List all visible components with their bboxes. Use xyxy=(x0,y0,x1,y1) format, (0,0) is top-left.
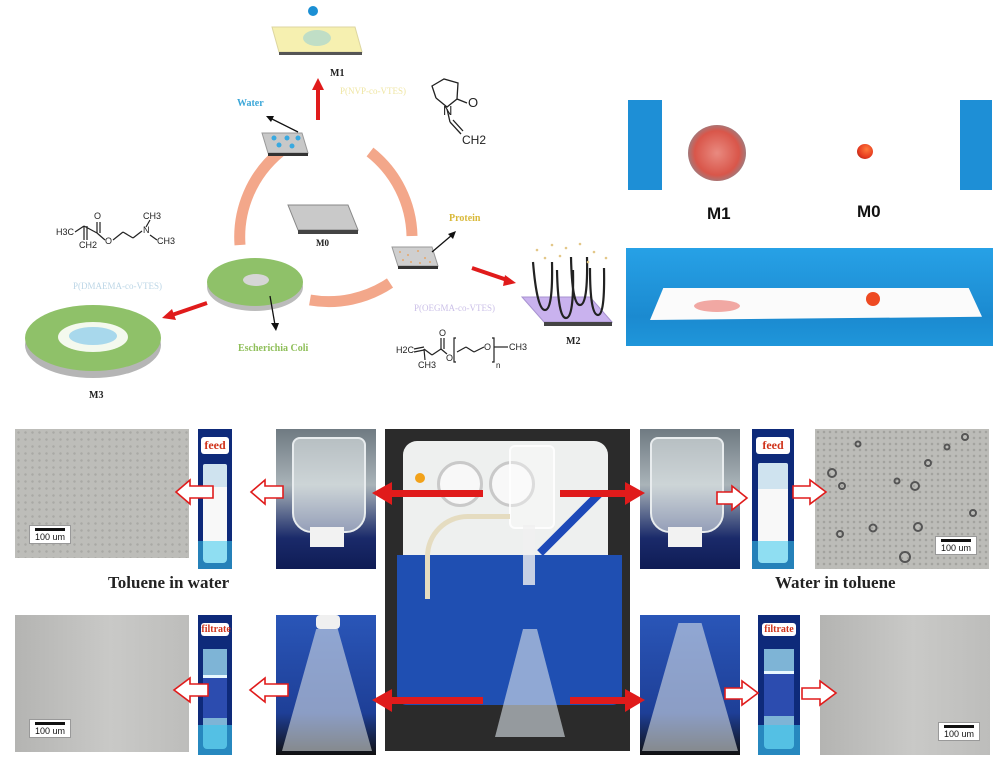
m3-polymer-label: P(DMAEMA-co-VTES) xyxy=(73,281,162,291)
m1-label: M1 xyxy=(330,68,345,79)
scheme-graphics xyxy=(25,6,614,378)
oegma-atom-o1: O xyxy=(439,328,447,338)
m3-membrane-disc xyxy=(25,305,161,378)
hollow-arrow-left-feed-2 xyxy=(249,478,284,506)
arrow-to-m3 xyxy=(162,301,208,320)
m1-membrane-plate xyxy=(271,26,363,55)
scale-bar: 100 um xyxy=(29,525,72,544)
hollow-arrow-right-feed-2 xyxy=(792,478,828,506)
nvp-monomer-structure xyxy=(431,78,468,135)
micrograph-water-in-toluene-filtrate: 100 um xyxy=(820,615,990,755)
hollow-arrow-right-feed-1 xyxy=(716,484,749,512)
m0-bead-droplet xyxy=(857,144,873,159)
filtrate-label: filtrate xyxy=(762,623,796,636)
micrograph-toluene-in-water-filtrate: 100 um xyxy=(15,615,189,752)
arrow-to-m2 xyxy=(471,266,516,286)
solid-arrow-left-top xyxy=(372,482,483,505)
m1-spread-droplet xyxy=(688,125,746,181)
side-m0-bead xyxy=(866,292,880,306)
dmaema-atom-ch3a: CH3 xyxy=(143,211,162,221)
solid-arrow-right-top xyxy=(560,482,645,505)
dmaema-atom-ch2: CH2 xyxy=(79,240,98,250)
ring-segment-right xyxy=(366,147,418,237)
blue-tape-right xyxy=(960,100,992,190)
ecoli-disc xyxy=(207,258,303,311)
micrograph-water-in-toluene-feed: 100 um xyxy=(815,429,989,569)
protein-label: Protein xyxy=(449,213,481,224)
solid-arrow-right-bottom xyxy=(570,689,645,712)
membrane-scheme: M1 P(NVP-co-VTES) Water M0 Protein P(OEG… xyxy=(0,0,620,410)
side-m1-stain xyxy=(694,300,740,312)
oegma-monomer-structure xyxy=(413,337,508,363)
dmaema-atom-o2: O xyxy=(105,236,113,246)
flask-photo-right xyxy=(640,615,740,755)
water-in-toluene-title: Water in toluene xyxy=(775,573,896,592)
photo-label-m0: M0 xyxy=(857,202,881,221)
funnel-photo-left xyxy=(276,429,376,569)
funnel-photo-right xyxy=(640,429,740,569)
scale-bar: 100 um xyxy=(937,722,980,741)
dmaema-atom-ch3b: CH3 xyxy=(157,236,176,246)
dmaema-atom-h3c: H3C xyxy=(56,227,75,237)
oegma-atom-o2: O xyxy=(446,353,454,363)
oegma-atom-o3: O xyxy=(484,342,492,352)
vial-feed-right: feed xyxy=(752,429,794,569)
separation-figure: 100 um 100 um feed filtrate xyxy=(0,420,1000,759)
oegma-atom-ch3a: CH3 xyxy=(509,342,528,352)
water-droplets xyxy=(827,433,977,563)
nvp-atom-ch2: CH2 xyxy=(462,133,487,147)
blue-tape-left xyxy=(628,100,662,190)
scale-bar: 100 um xyxy=(934,536,977,555)
hollow-arrow-left-filtrate-1 xyxy=(172,676,209,704)
feed-label: feed xyxy=(201,437,229,454)
oegma-atom-ch3b: CH3 xyxy=(418,360,437,370)
m3-label: M3 xyxy=(89,390,104,401)
protein-plate xyxy=(391,246,439,269)
water-droplet-icon xyxy=(308,6,318,16)
photo-label-m1: M1 xyxy=(707,204,731,223)
m2-polymer-label: P(OEGMA-co-VTES) xyxy=(414,303,495,313)
dmaema-atom-n: N xyxy=(143,225,150,235)
m0-membrane-plate xyxy=(287,204,359,234)
scale-bar: 100 um xyxy=(29,719,72,738)
hollow-arrow-right-filtrate-1 xyxy=(724,679,760,707)
water-plate xyxy=(261,132,309,156)
m2-membrane-plate xyxy=(520,242,614,326)
oegma-atom-n: n xyxy=(496,361,501,370)
hollow-arrow-left-feed-1 xyxy=(174,478,214,506)
side-view-photo xyxy=(626,248,993,346)
flow-arrows xyxy=(172,478,838,712)
solid-arrow-left-bottom xyxy=(372,689,483,712)
protein-arrow xyxy=(431,234,453,253)
nvp-atom-n: N xyxy=(443,103,453,118)
vial-filtrate-right: filtrate xyxy=(758,615,800,755)
hollow-arrow-left-filtrate-2 xyxy=(248,676,289,704)
ring-segment-left xyxy=(234,147,284,246)
dmaema-atom-o1: O xyxy=(94,211,102,221)
ring-segment-bottom xyxy=(309,278,394,308)
wetting-photo: M1 M0 xyxy=(626,98,993,346)
water-arrow xyxy=(269,117,299,133)
feed-label: feed xyxy=(756,437,790,454)
water-label: Water xyxy=(237,98,264,109)
filtrate-label: filtrate xyxy=(201,623,231,636)
dmaema-monomer-structure xyxy=(74,219,158,241)
ecoli-label: Escherichia Coli xyxy=(238,343,309,354)
m2-label: M2 xyxy=(566,336,581,347)
vial-feed-left: feed xyxy=(198,429,232,569)
hollow-arrow-right-filtrate-2 xyxy=(801,679,838,707)
nvp-atom-o: O xyxy=(468,95,479,110)
oegma-atom-h2c: H2C xyxy=(396,345,415,355)
arrow-to-m1 xyxy=(312,78,324,120)
flask-photo-left xyxy=(276,615,376,755)
toluene-in-water-title: Toluene in water xyxy=(108,573,230,592)
vacuum-pump-photo xyxy=(385,429,630,751)
micrograph-toluene-in-water-feed: 100 um xyxy=(15,429,189,558)
m1-polymer-label: P(NVP-co-VTES) xyxy=(340,86,406,96)
ecoli-arrow xyxy=(269,295,276,326)
m0-label: M0 xyxy=(316,238,329,248)
